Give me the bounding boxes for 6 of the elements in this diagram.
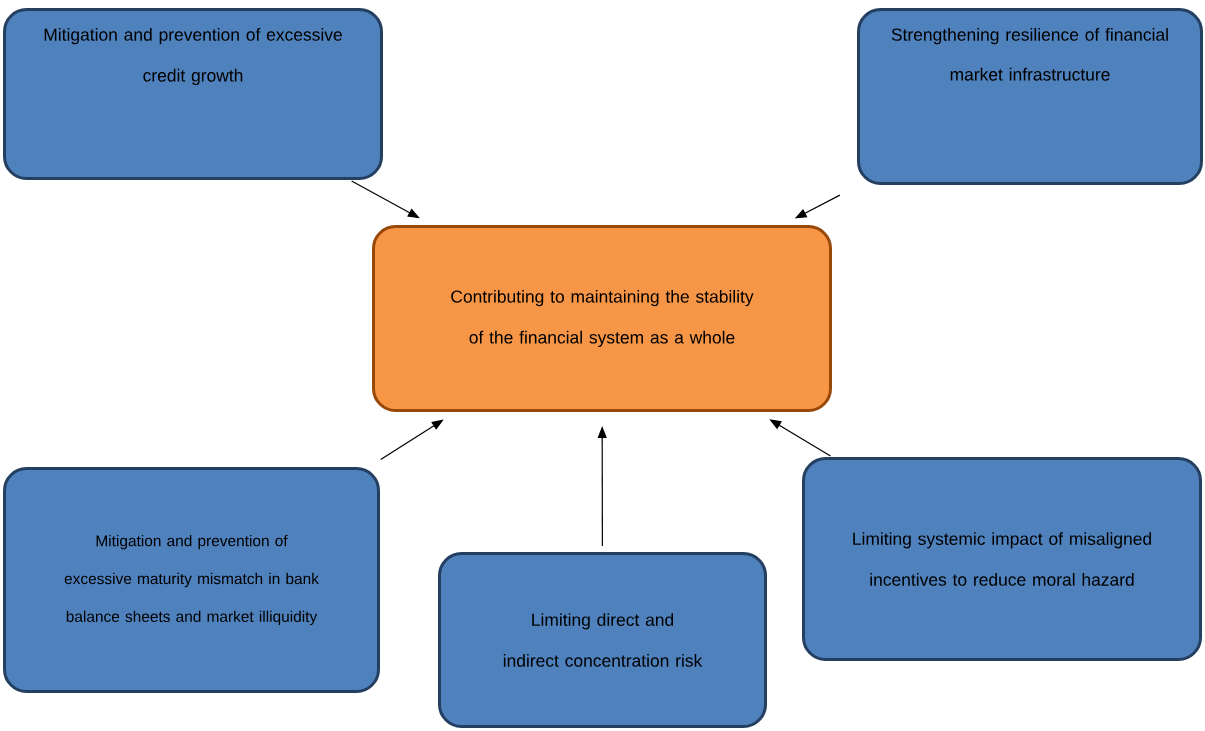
main-box: Contributing to maintaining the stability of the financial system as a whole xyxy=(372,225,832,412)
goal-box: Mitigation and prevention of excessive maturity mismatch in bank balance sheets and market illiquidity xyxy=(3,467,380,693)
goal-box: Limiting direct and indirect concentration risk xyxy=(438,552,767,728)
goal-box: Strengthening resilience of financial market infrastructure xyxy=(857,8,1203,185)
goal-box: Limiting systemic impact of misaligned incentives to reduce moral hazard xyxy=(802,457,1202,661)
goal-box: Mitigation and prevention of excessive credit growth xyxy=(3,8,383,180)
